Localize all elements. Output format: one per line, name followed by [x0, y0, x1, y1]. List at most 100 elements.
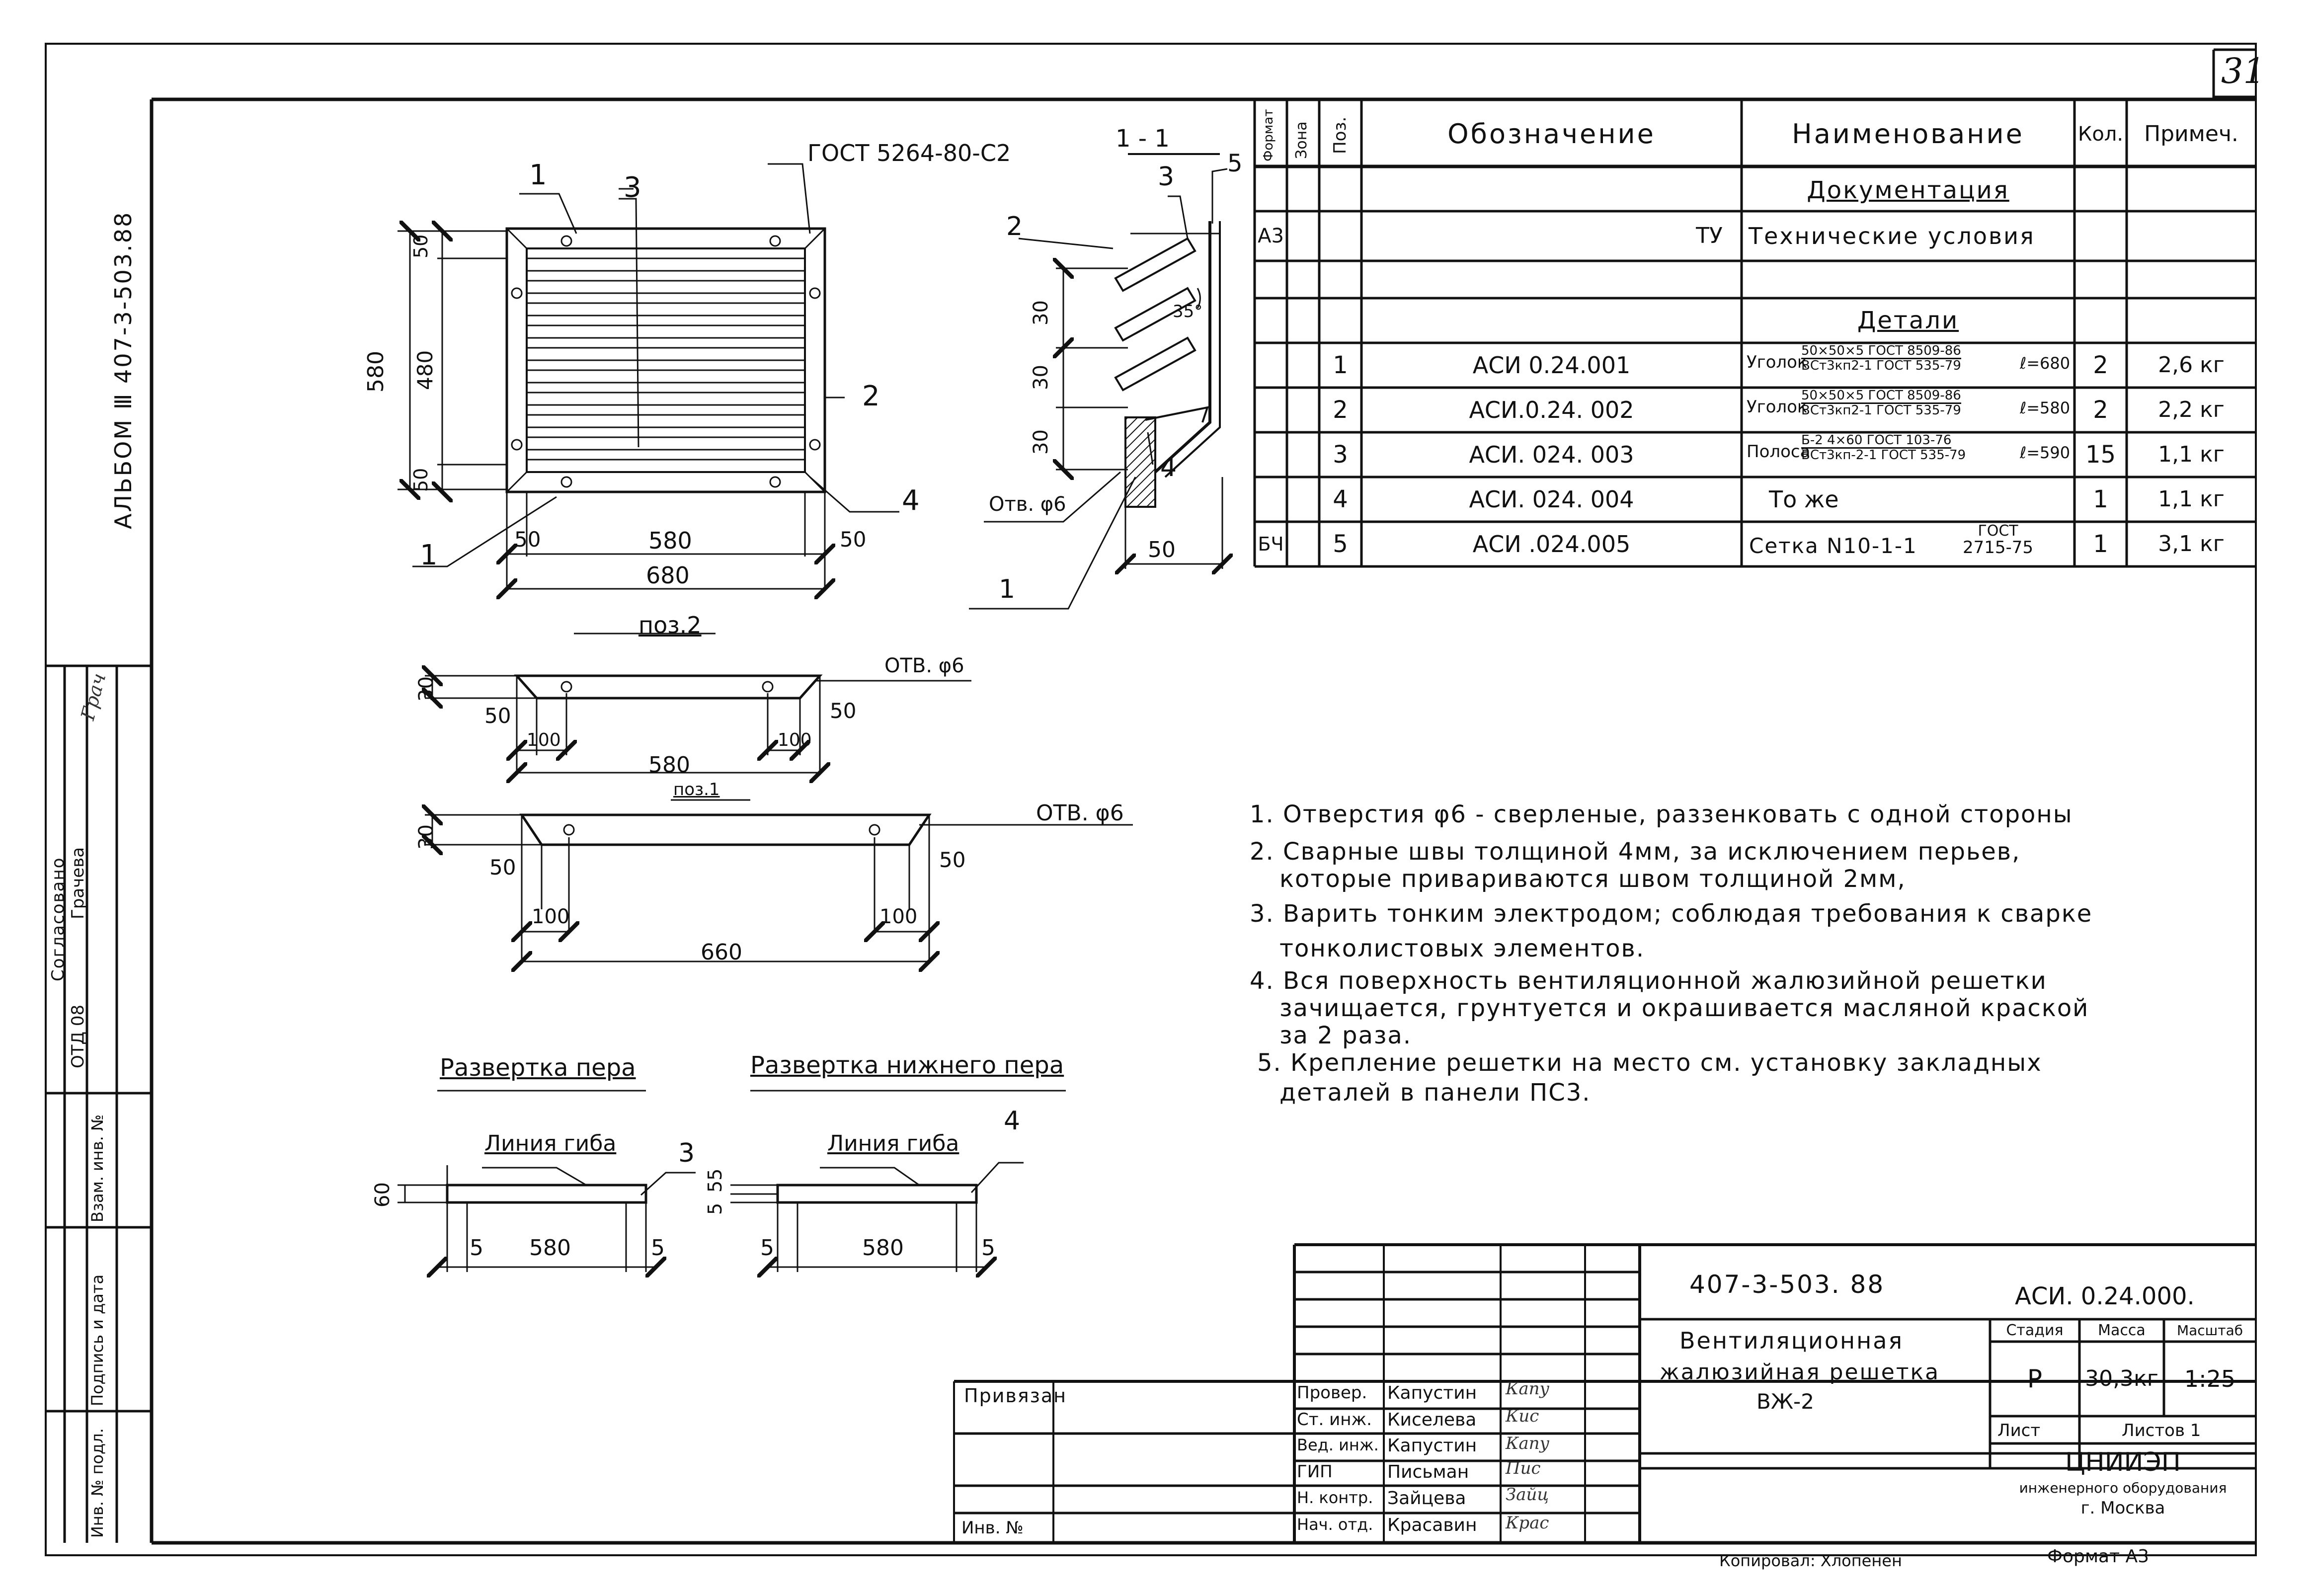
pos2-dim-580: 580: [648, 752, 690, 778]
tb-title-line-1: Вентиляционная: [1679, 1327, 1904, 1354]
spec-row-5-format: БЧ: [1258, 533, 1284, 555]
spec-row-2-qty: 2: [2093, 396, 2108, 424]
spec-row-4-name: То же: [1769, 486, 1839, 513]
dev-dim-55: 55: [704, 1168, 726, 1193]
tb-name-5: Зайцева: [1387, 1488, 1466, 1509]
spec-row-5-pos: 5: [1333, 530, 1348, 558]
tb-role-4: ГИП: [1297, 1462, 1333, 1482]
gost-weld-label: ГОСТ 5264-80-С2: [807, 140, 1011, 166]
dim-30-c: 30: [1030, 429, 1052, 455]
note-line-10: деталей в панели ПС3.: [1279, 1079, 1591, 1107]
pos1-otv: ОТВ. φ6: [1036, 800, 1124, 826]
signature-5: Зайц: [1506, 1485, 1549, 1505]
callout-5-section: 5: [1227, 150, 1243, 177]
dim-50-bottom: 50: [410, 468, 432, 492]
spec-header-name: Наименование: [1792, 118, 2024, 150]
tb-role-1: Провер.: [1297, 1383, 1367, 1403]
dev2-dim-5-right: 5: [981, 1235, 995, 1261]
section-dimensions: [969, 168, 1227, 610]
spec-row-2-frac-bottom: ВСт3кп2-1 ГОСТ 535-79: [1801, 403, 1961, 418]
tb-doc-number: 407-3-503. 88: [1689, 1270, 1885, 1299]
signature-2: Кис: [1506, 1406, 1539, 1426]
dim-50-section: 50: [1148, 537, 1176, 562]
spec-row-2-length: ℓ=580: [2020, 399, 2071, 417]
tb-role-3: Вед. инж.: [1297, 1436, 1379, 1454]
spec-row-3-qty: 15: [2085, 441, 2116, 469]
stamp-inv-podl: Инв. № подл.: [88, 1428, 107, 1538]
spec-section-parts: Детали: [1857, 307, 1959, 334]
tb-name-4: Письман: [1387, 1462, 1469, 1482]
spec-row-1-frac-top: 50×50×5 ГОСТ 8509-86: [1801, 344, 1961, 360]
note-line-2: 2. Сварные швы толщиной 4мм, за исключен…: [1250, 838, 2021, 866]
tb-org-3: г. Москва: [2080, 1498, 2165, 1518]
razv-pera-title: Развертка пера: [440, 1054, 636, 1082]
note-line-7: зачищается, грунтуется и окрашивается ма…: [1279, 994, 2089, 1022]
callout-4-dev: 4: [1004, 1106, 1021, 1136]
note-line-8: за 2 раза.: [1279, 1022, 1412, 1049]
callout-1-section: 1: [999, 574, 1016, 604]
tb-masshtab-h: Масштаб: [2176, 1322, 2243, 1339]
stamp-otd: ОТД 08: [68, 1004, 88, 1068]
spec-doc-designation: ТУ: [1696, 223, 1723, 248]
dim-50-left: 50: [514, 527, 541, 552]
album-code: АЛЬБОМ Ⅲ 407-3-503.88: [110, 211, 137, 529]
tb-role-5: Н. контр.: [1297, 1488, 1373, 1507]
spec-row-5-frac-top: ГОСТ: [1978, 522, 2018, 540]
tb-name-6: Красавин: [1387, 1515, 1477, 1535]
spec-row-5-designation: АСИ .024.005: [1472, 531, 1631, 558]
spec-row-3-material: Б-2 4×60 ГОСТ 103-76 ВСт3кп-2-1 ГОСТ 535…: [1801, 433, 1966, 463]
pos1-dim-100-left: 100: [532, 905, 570, 928]
spec-header-format: Формат: [1261, 109, 1276, 162]
spec-row-2-pos: 2: [1333, 396, 1348, 424]
pos1-dim-660: 660: [701, 940, 742, 965]
tb-massa-h: Масса: [2098, 1322, 2146, 1339]
spec-row-5-name: Сетка N10-1-1: [1749, 534, 1917, 558]
spec-row-1-material: 50×50×5 ГОСТ 8509-86 ВСт3кп2-1 ГОСТ 535-…: [1801, 344, 1961, 373]
grille-front-view: [505, 227, 826, 493]
inner-frame: [150, 97, 2256, 1545]
tb-title-line-3: ВЖ-2: [1756, 1389, 1814, 1414]
spec-row-5-qty: 1: [2093, 530, 2108, 558]
spec-row-2-material: 50×50×5 ГОСТ 8509-86 ВСт3кп2-1 ГОСТ 535-…: [1801, 389, 1961, 418]
note-line-1: 1. Отверстия φ6 - сверленые, раззенковат…: [1250, 800, 2073, 828]
tb-stadia-h: Стадия: [2006, 1322, 2064, 1339]
note-line-5: тонколистовых элементов.: [1279, 935, 1645, 962]
tb-listov: Листов 1: [2122, 1421, 2201, 1440]
dev2-dim-580: 580: [862, 1235, 904, 1261]
dim-680: 680: [646, 562, 690, 589]
spec-row-1-designation: АСИ 0.24.001: [1472, 352, 1631, 379]
callout-4-right: 4: [902, 484, 920, 517]
pos2-dimensions: [425, 633, 971, 775]
dev-dim-60: 60: [371, 1182, 394, 1207]
dev2-dim-5-left: 5: [760, 1235, 774, 1261]
callout-2-section: 2: [1006, 212, 1023, 241]
grille-dimensions: [398, 163, 899, 591]
callout-4-section: 4: [1160, 453, 1177, 482]
kopiroval: Копировал: Хлопенен: [1719, 1551, 1902, 1570]
tb-name-2: Киселева: [1387, 1410, 1477, 1430]
dim-30-a: 30: [1030, 300, 1052, 325]
dim-580-vertical: 580: [363, 351, 389, 393]
spec-row-5-gost: ГОСТ 2715-75: [1963, 523, 2033, 557]
stamp-podpis: Подпись и дата: [88, 1274, 107, 1406]
spec-row-3-note: 1,1 кг: [2158, 442, 2225, 467]
tb-list: Лист: [1997, 1421, 2041, 1440]
dim-50-top: 50: [410, 234, 432, 258]
signature-6: Крас: [1506, 1513, 1549, 1533]
stamp-soglasovano: Согласовано: [48, 857, 68, 981]
tb-org-1: ЦНИИЭП: [2065, 1448, 2181, 1476]
tb-role-2: Ст. инж.: [1297, 1410, 1372, 1430]
razv-nizh-title: Развертка нижнего пера: [750, 1051, 1064, 1079]
tb-stadia: Р: [2027, 1364, 2043, 1393]
dev1-dim-5-right: 5: [651, 1235, 665, 1261]
stamp-vzam: Взам. инв. №: [88, 1114, 107, 1222]
spec-row-3-designation: АСИ. 024. 003: [1469, 441, 1634, 468]
spec-row-1-name: Уголок: [1747, 352, 1808, 372]
callout-3-top: 3: [624, 171, 641, 204]
pos1-dim-50-left: 50: [489, 855, 516, 879]
page-number-box: [2212, 48, 2256, 98]
development-pero: [398, 1090, 696, 1272]
tb-designation: АСИ. 0.24.000.: [2015, 1282, 2195, 1310]
dim-480: 480: [413, 350, 437, 390]
callout-2-right: 2: [862, 380, 880, 412]
